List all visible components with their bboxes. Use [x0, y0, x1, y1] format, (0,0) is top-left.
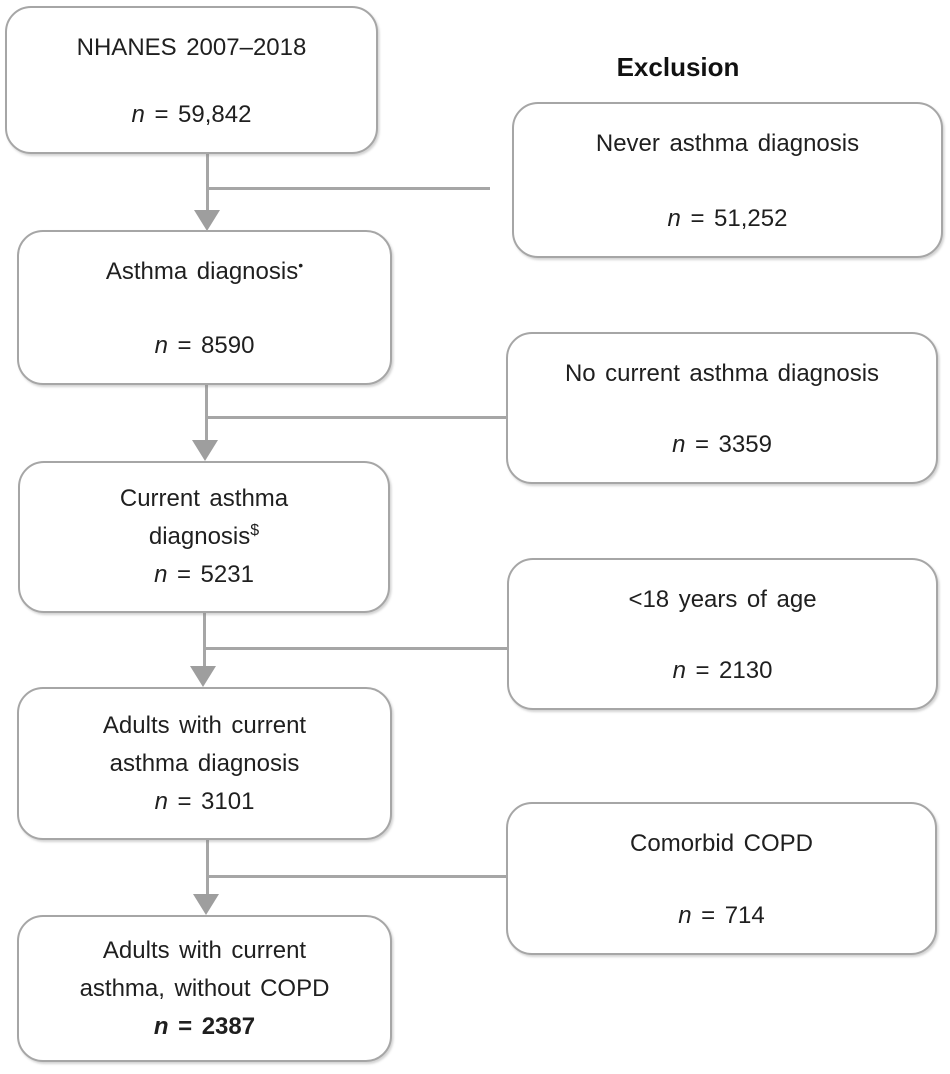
sample-size: n = 59,842 [131, 101, 252, 128]
box-label: NHANES 2007–2018 [76, 34, 307, 61]
sample-size-final: n = 2387 [153, 1012, 256, 1040]
connector-stem-2 [205, 384, 208, 442]
exclusion-header: Exclusion [616, 52, 740, 82]
box-label-line-2: asthma, without COPD [79, 974, 330, 1002]
box-label-line-2: diagnosis$ [148, 522, 260, 551]
box-label: No current asthma diagnosis [564, 360, 880, 387]
connector-branch-2 [205, 416, 506, 419]
box-label: Comorbid COPD [630, 830, 813, 857]
box-label-line-1: Adults with current [102, 936, 307, 964]
footnote-dot-marker: • [298, 257, 304, 273]
box-label: Never asthma diagnosis [595, 130, 860, 157]
exclusion-box-never-asthma: Never asthma diagnosis n = 51,252 [512, 102, 943, 258]
footnote-dollar-marker: $ [250, 522, 260, 539]
exclusion-box-no-current-asthma: No current asthma diagnosis n = 3359 [506, 332, 938, 484]
sample-size: n = 714 [678, 902, 765, 929]
arrow-down-icon [190, 666, 216, 687]
sample-size: n = 51,252 [667, 205, 788, 232]
sample-size: n = 3359 [672, 431, 772, 458]
sample-size: n = 3101 [154, 787, 255, 815]
exclusion-box-under-18: <18 years of age n = 2130 [507, 558, 938, 710]
flow-box-asthma-diagnosis: Asthma diagnosis• n = 8590 [17, 230, 392, 385]
sample-size: n = 5231 [154, 561, 254, 588]
box-label: <18 years of age [628, 586, 817, 613]
flow-box-adults-current-asthma: Adults with current asthma diagnosis n =… [17, 687, 392, 840]
connector-branch-1 [206, 187, 490, 190]
exclusion-box-comorbid-copd: Comorbid COPD n = 714 [506, 802, 937, 955]
sample-size: n = 2130 [672, 657, 773, 684]
connector-stem-1 [206, 154, 209, 212]
sample-size: n = 8590 [154, 332, 255, 359]
flow-box-nhanes: NHANES 2007–2018 n = 59,842 [5, 6, 378, 154]
connector-branch-4 [206, 875, 506, 878]
arrow-down-icon [192, 440, 218, 461]
arrow-down-icon [194, 210, 220, 231]
box-label-line-1: Adults with current [102, 711, 307, 739]
box-label-line-2: asthma diagnosis [109, 749, 300, 777]
flow-box-adults-without-copd: Adults with current asthma, without COPD… [17, 915, 392, 1062]
arrow-down-icon [193, 894, 219, 915]
flow-box-current-asthma: Current asthma diagnosis$ n = 5231 [18, 461, 390, 613]
connector-stem-4 [206, 839, 209, 896]
connector-stem-3 [203, 612, 206, 668]
box-label: Asthma diagnosis• [105, 257, 304, 285]
box-label-line-1: Current asthma [119, 485, 289, 512]
connector-branch-3 [203, 647, 507, 650]
